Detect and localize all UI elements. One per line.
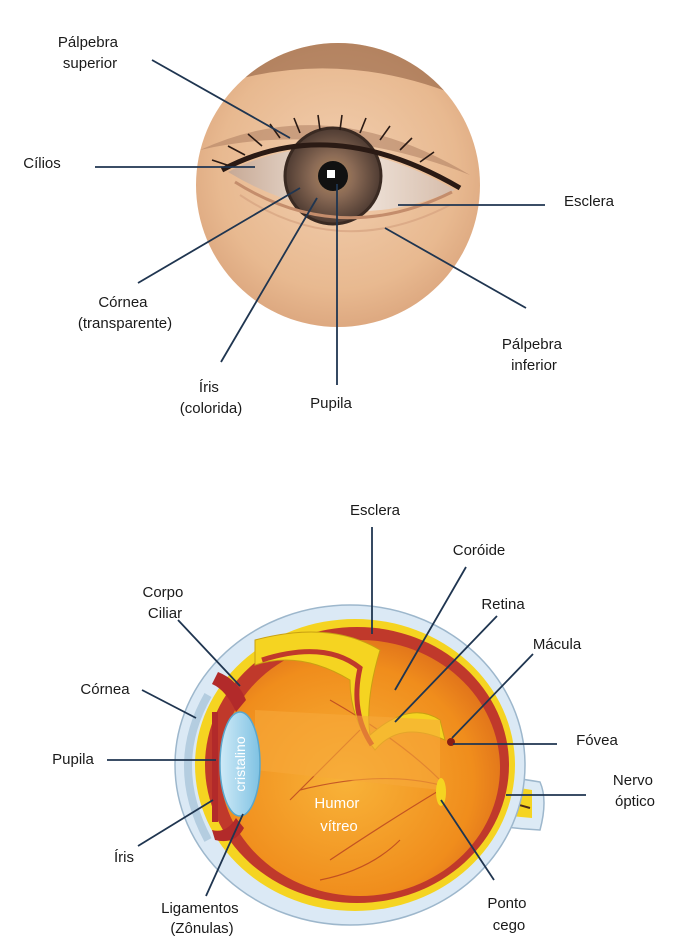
label-x-corpo-ciliar: Corpo Ciliar: [142, 584, 187, 622]
label-esclera: Esclera: [564, 193, 615, 210]
label-cilios: Cílios: [23, 155, 61, 172]
label-iris: Íris (colorida): [180, 379, 243, 417]
label-x-esclera: Esclera: [350, 502, 401, 519]
optic-disc: [436, 778, 446, 806]
label-cornea: Córnea (transparente): [78, 294, 172, 332]
label-x-iris: Íris: [114, 849, 134, 866]
external-eye-illustration: [190, 40, 490, 327]
label-x-cornea: Córnea: [80, 681, 130, 698]
label-palpebra-inferior: Pálpebra inferior: [502, 336, 566, 374]
label-pupila: Pupila: [310, 395, 352, 412]
label-cristalino: cristalino: [232, 736, 248, 791]
label-x-fovea: Fóvea: [576, 732, 618, 749]
label-palpebra-superior: Pálpebra superior: [58, 34, 122, 72]
label-x-nervo-optico: Nervo óptico: [613, 772, 657, 810]
label-x-coroide: Coróide: [453, 542, 506, 559]
label-x-retina: Retina: [481, 596, 525, 613]
eye-cross-section: cristalino: [175, 605, 544, 925]
label-x-macula: Mácula: [533, 636, 582, 653]
label-x-ponto-cego: Ponto cego: [487, 895, 530, 934]
label-x-ligamentos: Ligamentos (Zônulas): [161, 900, 243, 937]
label-x-pupila: Pupila: [52, 751, 94, 768]
